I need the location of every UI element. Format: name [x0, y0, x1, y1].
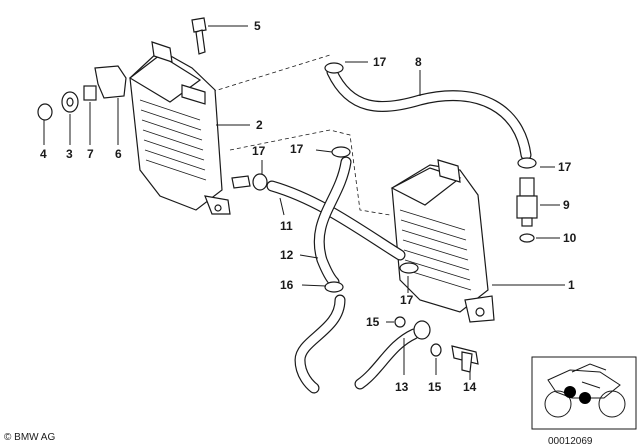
hose-clamps	[252, 62, 537, 293]
callout-1: 1	[568, 278, 575, 292]
callout-13: 13	[395, 380, 409, 394]
callout-10: 10	[563, 231, 577, 245]
callout-5: 5	[254, 19, 261, 33]
callout-11: 11	[280, 219, 293, 233]
motorcycle-icon	[544, 363, 626, 418]
callout-3: 3	[66, 147, 73, 161]
copyright-label: © BMW AG	[4, 432, 56, 443]
callout-15-right: 15	[428, 380, 442, 394]
callout-17-left: 17	[252, 144, 266, 158]
callout-17-right: 17	[558, 160, 572, 174]
seal-15	[394, 316, 442, 357]
callout-17-top: 17	[373, 55, 387, 69]
hose-8	[326, 66, 532, 161]
callout-14: 14	[463, 380, 477, 394]
hose-12	[313, 156, 352, 288]
hose-13	[294, 294, 420, 394]
motorcycle-thumbnail	[531, 356, 637, 430]
location-marker	[564, 386, 576, 398]
document-number: 00012069	[548, 436, 593, 447]
callout-17-lower: 17	[400, 293, 414, 307]
callout-2: 2	[256, 118, 263, 132]
callout-12: 12	[280, 248, 294, 262]
oil-cooler-left	[128, 41, 251, 215]
callout-16: 16	[280, 278, 294, 292]
callout-6: 6	[115, 147, 122, 161]
callout-7: 7	[87, 147, 94, 161]
callout-4: 4	[40, 147, 47, 161]
grommet-4	[37, 103, 53, 121]
callout-8: 8	[415, 55, 422, 69]
bracket-6	[94, 65, 127, 99]
clip-7	[83, 85, 97, 101]
banjo-fitting-13	[413, 320, 431, 340]
banjo-bolt-14	[451, 345, 479, 373]
callout-15-left: 15	[366, 315, 380, 329]
leader-lines	[43, 25, 565, 380]
bush-3	[61, 91, 79, 113]
callout-9: 9	[563, 198, 570, 212]
callouts: 5 2 1 4 3 7 6 17 8 17 9 10 17 17 11 12 1…	[40, 19, 577, 394]
oil-cooler-right	[390, 159, 495, 323]
location-marker	[579, 392, 591, 404]
o-ring-10	[519, 233, 535, 243]
callout-17-mid: 17	[290, 142, 304, 156]
connector-9	[516, 177, 538, 227]
bolt-5	[191, 17, 207, 55]
hose-11	[266, 180, 406, 261]
